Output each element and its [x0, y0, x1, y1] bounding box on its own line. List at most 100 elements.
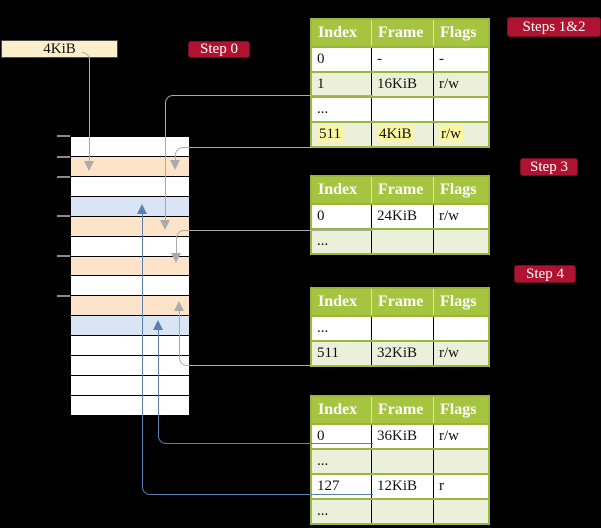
- memory-row-2: [71, 156, 189, 177]
- cell-frame: [371, 96, 434, 122]
- cell-frame: [371, 448, 434, 474]
- memory-row-7: [71, 256, 189, 277]
- cell-index: ...: [311, 498, 372, 524]
- table-row: ...: [311, 96, 489, 122]
- cell-flags: r/w: [433, 121, 489, 147]
- memory-tick-3: [57, 176, 70, 178]
- badge-steps-1-2: Steps 1&2: [507, 17, 601, 37]
- cell-flags: [433, 498, 489, 524]
- table-row: ...: [311, 315, 489, 341]
- badge-step-4: Step 4: [514, 265, 576, 283]
- memory-row-8: [71, 276, 189, 297]
- column-header-flags: Flags: [433, 176, 489, 205]
- cell-flags: [433, 315, 489, 341]
- table-row: ...: [311, 498, 489, 524]
- cell-index: 511: [311, 340, 372, 366]
- cell-frame: 4KiB: [371, 121, 434, 147]
- highlighted-value: 511: [317, 126, 343, 142]
- cell-flags: [433, 96, 489, 122]
- cell-index: 127: [311, 473, 372, 499]
- cell-index: ...: [311, 96, 372, 122]
- memory-tick-5: [57, 255, 70, 257]
- badge-steps-1-2-label: Steps 1&2: [522, 18, 586, 35]
- cell-frame: 16KiB: [371, 71, 434, 97]
- table-row: ...: [311, 228, 489, 254]
- badge-step-3: Step 3: [520, 158, 578, 176]
- column-header-frame: Frame: [371, 176, 434, 205]
- column-header-index: Index: [311, 396, 372, 425]
- cell-index: 0: [311, 46, 372, 72]
- highlighted-value: 4KiB: [377, 126, 414, 142]
- cell-index: 511: [311, 121, 372, 147]
- physical-memory-column: [70, 136, 190, 416]
- badge-step-0: Step 0: [188, 41, 250, 58]
- cell-index: ...: [311, 228, 372, 254]
- column-header-flags: Flags: [433, 19, 489, 48]
- root-pointer-label: 4KiB: [43, 40, 76, 57]
- cell-index: ...: [311, 448, 372, 474]
- cell-flags: r: [433, 473, 489, 499]
- cell-index: 0: [311, 203, 372, 229]
- badge-step-3-label: Step 3: [530, 158, 568, 175]
- arrow-line-b: [175, 147, 373, 160]
- root-pointer-box: 4KiB: [1, 40, 118, 58]
- cell-frame: 32KiB: [371, 340, 434, 366]
- memory-row-3: [71, 176, 189, 197]
- memory-row-13: [71, 376, 189, 396]
- table-row: 0--: [311, 46, 489, 72]
- memory-row-12: [71, 356, 189, 377]
- cell-frame: 12KiB: [371, 473, 434, 499]
- cell-index: ...: [311, 315, 372, 341]
- cell-frame: [371, 498, 434, 524]
- cell-flags: r/w: [433, 340, 489, 366]
- cell-flags: -: [433, 46, 489, 72]
- cell-flags: r/w: [433, 71, 489, 97]
- memory-row-6: [71, 236, 189, 257]
- column-header-frame: Frame: [371, 396, 434, 425]
- column-header-frame: Frame: [371, 19, 434, 48]
- cell-index: 0: [311, 423, 372, 449]
- memory-tick-6: [57, 295, 70, 297]
- memory-row-5: [71, 216, 189, 237]
- highlighted-value: r/w: [439, 126, 463, 142]
- column-header-flags: Flags: [433, 396, 489, 425]
- column-header-index: Index: [311, 176, 372, 205]
- cell-frame: [371, 315, 434, 341]
- memory-tick-2: [57, 156, 70, 158]
- cell-frame: [371, 228, 434, 254]
- memory-tick-1: [57, 135, 70, 137]
- column-header-index: Index: [311, 288, 372, 317]
- cell-frame: 24KiB: [371, 203, 434, 229]
- memory-row-1: [71, 137, 189, 157]
- column-header-index: Index: [311, 19, 372, 48]
- table-row: ...: [311, 448, 489, 474]
- badge-step-0-label: Step 0: [200, 41, 238, 57]
- memory-row-9: [71, 296, 189, 317]
- column-header-flags: Flags: [433, 288, 489, 317]
- cell-flags: r/w: [433, 423, 489, 449]
- cell-flags: [433, 228, 489, 254]
- cell-index: 1: [311, 71, 372, 97]
- memory-row-11: [71, 336, 189, 357]
- memory-tick-4: [57, 215, 70, 217]
- cell-flags: [433, 448, 489, 474]
- badge-step-4-label: Step 4: [526, 265, 564, 282]
- memory-row-4: [71, 196, 189, 217]
- column-header-frame: Frame: [371, 288, 434, 317]
- memory-row-10: [71, 316, 189, 337]
- cell-frame: -: [371, 46, 434, 72]
